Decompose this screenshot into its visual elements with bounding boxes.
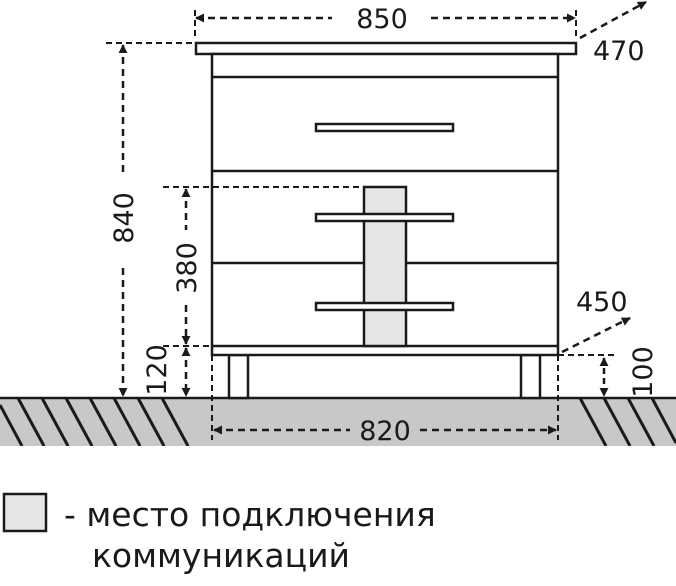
dim-100-label: 100 [628,346,659,398]
legend-line-1: - место подключения [64,495,436,534]
dim-450: 450 [561,287,631,354]
dim-840-label: 840 [109,192,140,244]
dim-850: 850 [195,4,576,35]
dim-450-label: 450 [576,287,628,318]
drawer-handle-2 [314,212,455,223]
left-leg [227,353,250,400]
communication-zone [362,185,408,348]
legend-line-2: коммуникаций [92,536,350,575]
drawer-handle-3 [314,301,455,312]
legend-swatch [2,492,48,533]
dim-380-label: 380 [172,242,203,294]
dim-100: 100 [599,346,659,398]
dim-820: 820 [213,416,557,447]
dim-820-label: 820 [359,416,411,447]
drawer-handle-1 [314,122,455,133]
dim-380: 380 [172,188,203,345]
floor [0,396,676,446]
dim-840: 840 [109,44,140,397]
extension-lines [106,10,617,440]
floor-hatching [0,398,676,446]
countertop [194,41,578,56]
dim-120: 120 [142,344,191,397]
right-leg [519,353,542,400]
dim-120-label: 120 [142,344,173,396]
dim-850-label: 850 [356,4,408,35]
dim-470-label: 470 [593,36,645,67]
dim-470: 470 [579,0,647,67]
